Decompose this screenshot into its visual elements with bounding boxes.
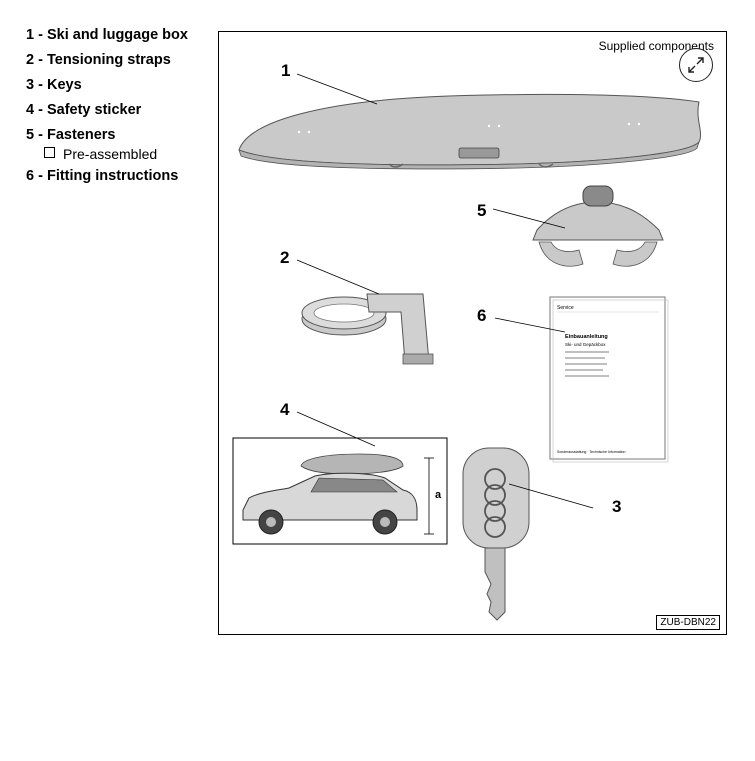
callout-4: 4 bbox=[280, 400, 290, 419]
callout-3: 3 bbox=[612, 497, 622, 516]
svg-text:Einbauanleitung: Einbauanleitung bbox=[565, 334, 608, 340]
svg-text:Service: Service bbox=[557, 305, 574, 311]
sticker-illustration: a bbox=[232, 411, 448, 545]
svg-text:Sonderausstattung · Technische: Sonderausstattung · Technische Informati… bbox=[557, 450, 625, 454]
callout-1: 1 bbox=[281, 61, 291, 80]
svg-text:a: a bbox=[435, 489, 442, 501]
legend: 1 - Ski and luggage box 2 - Tensioning s… bbox=[26, 24, 188, 190]
figure-code: ZUB-DBN22 bbox=[656, 615, 720, 630]
figure-supplied-components: Service Einbauanleitung Ski- und Gepäckb… bbox=[218, 31, 727, 635]
legend-item-6: 6 - Fitting instructions bbox=[26, 168, 179, 184]
legend-item-4: 4 - Safety sticker bbox=[26, 102, 142, 118]
legend-item-1: 1 - Ski and luggage box bbox=[26, 27, 188, 43]
key-illustration bbox=[462, 447, 594, 621]
legend-sub-item: Pre-assembled bbox=[44, 145, 188, 165]
svg-text:Ski- und Gepäckbox: Ski- und Gepäckbox bbox=[565, 342, 606, 347]
figure-illustration: Service Einbauanleitung Ski- und Gepäckb… bbox=[232, 73, 702, 621]
callout-5: 5 bbox=[477, 201, 487, 220]
fastener-illustration bbox=[492, 185, 664, 267]
checkbox-icon bbox=[44, 147, 55, 158]
expand-button[interactable] bbox=[679, 48, 713, 82]
expand-icon bbox=[688, 57, 704, 73]
callout-2: 2 bbox=[280, 248, 290, 267]
figure-caption: Supplied components bbox=[598, 39, 714, 53]
strap-illustration bbox=[296, 259, 434, 365]
ski-box-illustration bbox=[238, 73, 702, 170]
legend-item-5: 5 - Fasteners bbox=[26, 127, 116, 143]
callout-6: 6 bbox=[477, 306, 487, 325]
manual-illustration: Service Einbauanleitung Ski- und Gepäckb… bbox=[494, 296, 669, 463]
legend-item-3: 3 - Keys bbox=[26, 77, 82, 93]
legend-item-2: 2 - Tensioning straps bbox=[26, 52, 171, 68]
